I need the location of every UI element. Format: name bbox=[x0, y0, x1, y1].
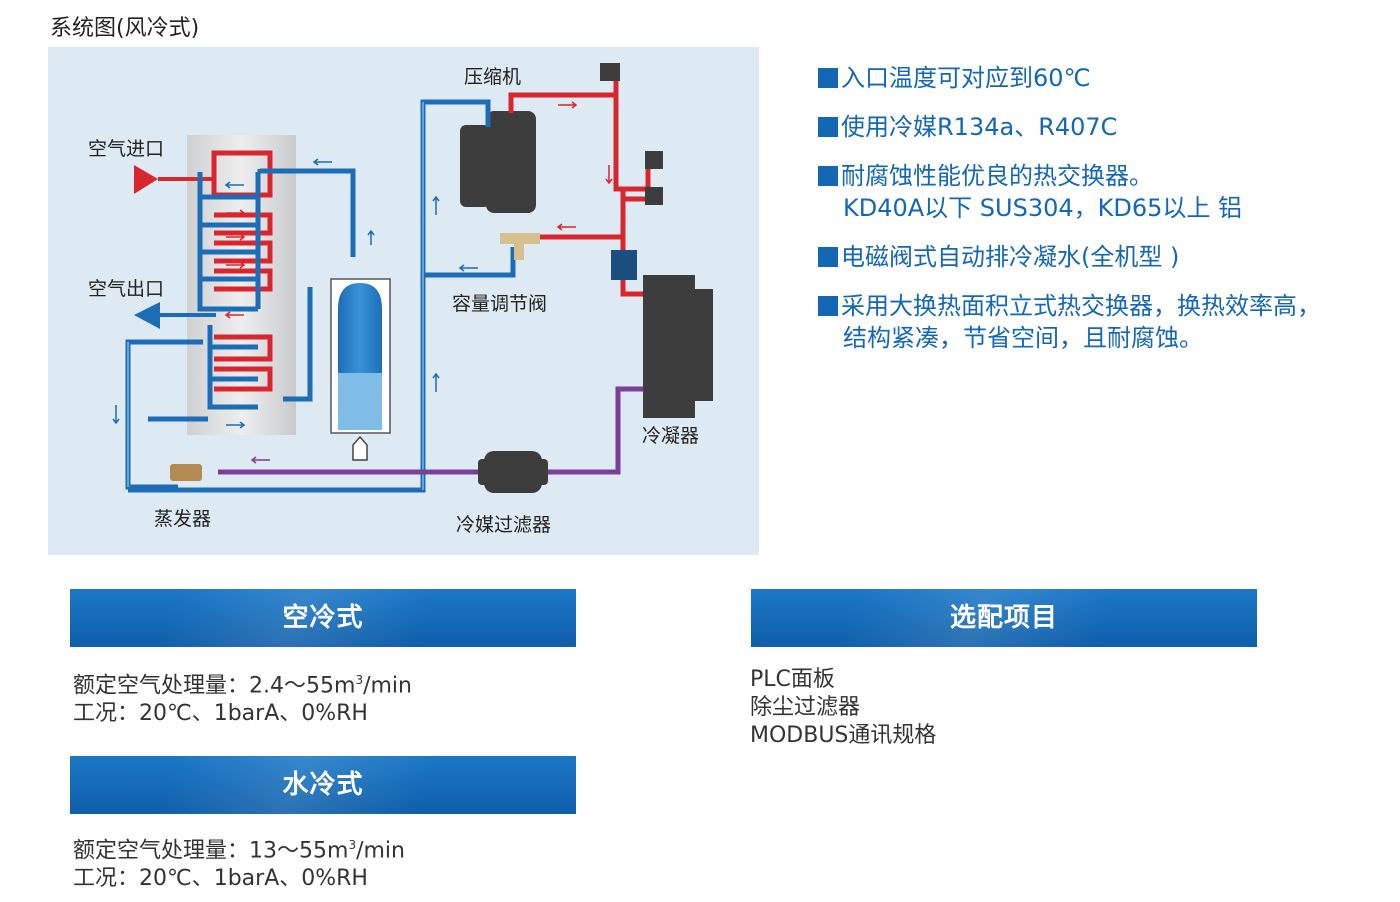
water-cooled-banner: 水冷式 bbox=[70, 756, 576, 814]
label-condenser: 冷凝器 bbox=[642, 425, 700, 447]
bullet-square-icon bbox=[818, 166, 838, 186]
air-cooled-banner: 空冷式 bbox=[70, 589, 576, 647]
section-title: 系统图(风冷式) bbox=[50, 16, 200, 41]
solenoid-valve bbox=[611, 250, 637, 280]
water-cooled-specs: 额定空气处理量：13～55m3/min 工况：20℃、1barA、0%RH bbox=[73, 838, 405, 892]
valve-top bbox=[600, 63, 620, 81]
bullet-square-icon bbox=[818, 247, 838, 267]
options-item: MODBUS通讯规格 bbox=[750, 723, 937, 748]
bullet-square-icon bbox=[818, 68, 838, 88]
options-list: PLC面板 除尘过滤器 MODBUS通讯规格 bbox=[750, 666, 936, 750]
drain-valve-icon bbox=[352, 435, 368, 461]
feature-item: 使用冷媒R134a、R407C bbox=[818, 111, 1378, 143]
bullet-square-icon bbox=[818, 117, 838, 137]
label-evaporator: 蒸发器 bbox=[154, 508, 212, 530]
compressor-shape bbox=[460, 111, 536, 213]
options-item: PLC面板 bbox=[750, 667, 835, 692]
air-outlet-arrow bbox=[134, 302, 160, 329]
label-capacity-valve: 容量调节阀 bbox=[452, 293, 548, 315]
label-compressor: 压缩机 bbox=[464, 66, 522, 88]
feature-item: 入口温度可对应到60℃ bbox=[818, 62, 1378, 94]
cold-air-coils bbox=[197, 172, 261, 410]
diagram-drawing bbox=[112, 63, 713, 493]
options-banner: 选配项目 bbox=[751, 589, 1257, 647]
air-inlet-arrow bbox=[134, 165, 158, 194]
refrigerant-filter-shape bbox=[478, 451, 548, 493]
capacity-valve-fitting bbox=[500, 233, 540, 260]
label-air-inlet: 空气进口 bbox=[88, 138, 165, 160]
options-item: 除尘过滤器 bbox=[750, 695, 861, 720]
feature-item: 采用大换热面积立式热交换器，换热效率高， 结构紧凑，节省空间，且耐腐蚀。 bbox=[818, 290, 1378, 354]
bullet-square-icon bbox=[818, 296, 838, 316]
expansion-valve-fitting bbox=[170, 464, 202, 481]
flow-arrows bbox=[112, 101, 613, 464]
label-refrigerant-filter: 冷媒过滤器 bbox=[456, 514, 552, 536]
feature-item: 电磁阀式自动排冷凝水(全机型 ) bbox=[818, 241, 1378, 273]
valve-right-1 bbox=[645, 151, 663, 169]
condenser-shape bbox=[643, 275, 713, 418]
valve-right-2 bbox=[645, 187, 663, 205]
label-air-outlet: 空气出口 bbox=[88, 278, 165, 300]
air-cooled-specs: 额定空气处理量：2.4～55m3/min 工况：20℃、1barA、0%RH bbox=[73, 673, 412, 727]
system-diagram: 空气进口 空气出口 压缩机 容量调节阀 冷凝器 蒸发器 冷媒过滤器 bbox=[48, 47, 759, 555]
feature-item: 耐腐蚀性能优良的热交换器。 KD40A以下 SUS304，KD65以上 铝 bbox=[818, 160, 1378, 224]
feature-list: 入口温度可对应到60℃ 使用冷媒R134a、R407C 耐腐蚀性能优良的热交换器… bbox=[818, 62, 1378, 371]
